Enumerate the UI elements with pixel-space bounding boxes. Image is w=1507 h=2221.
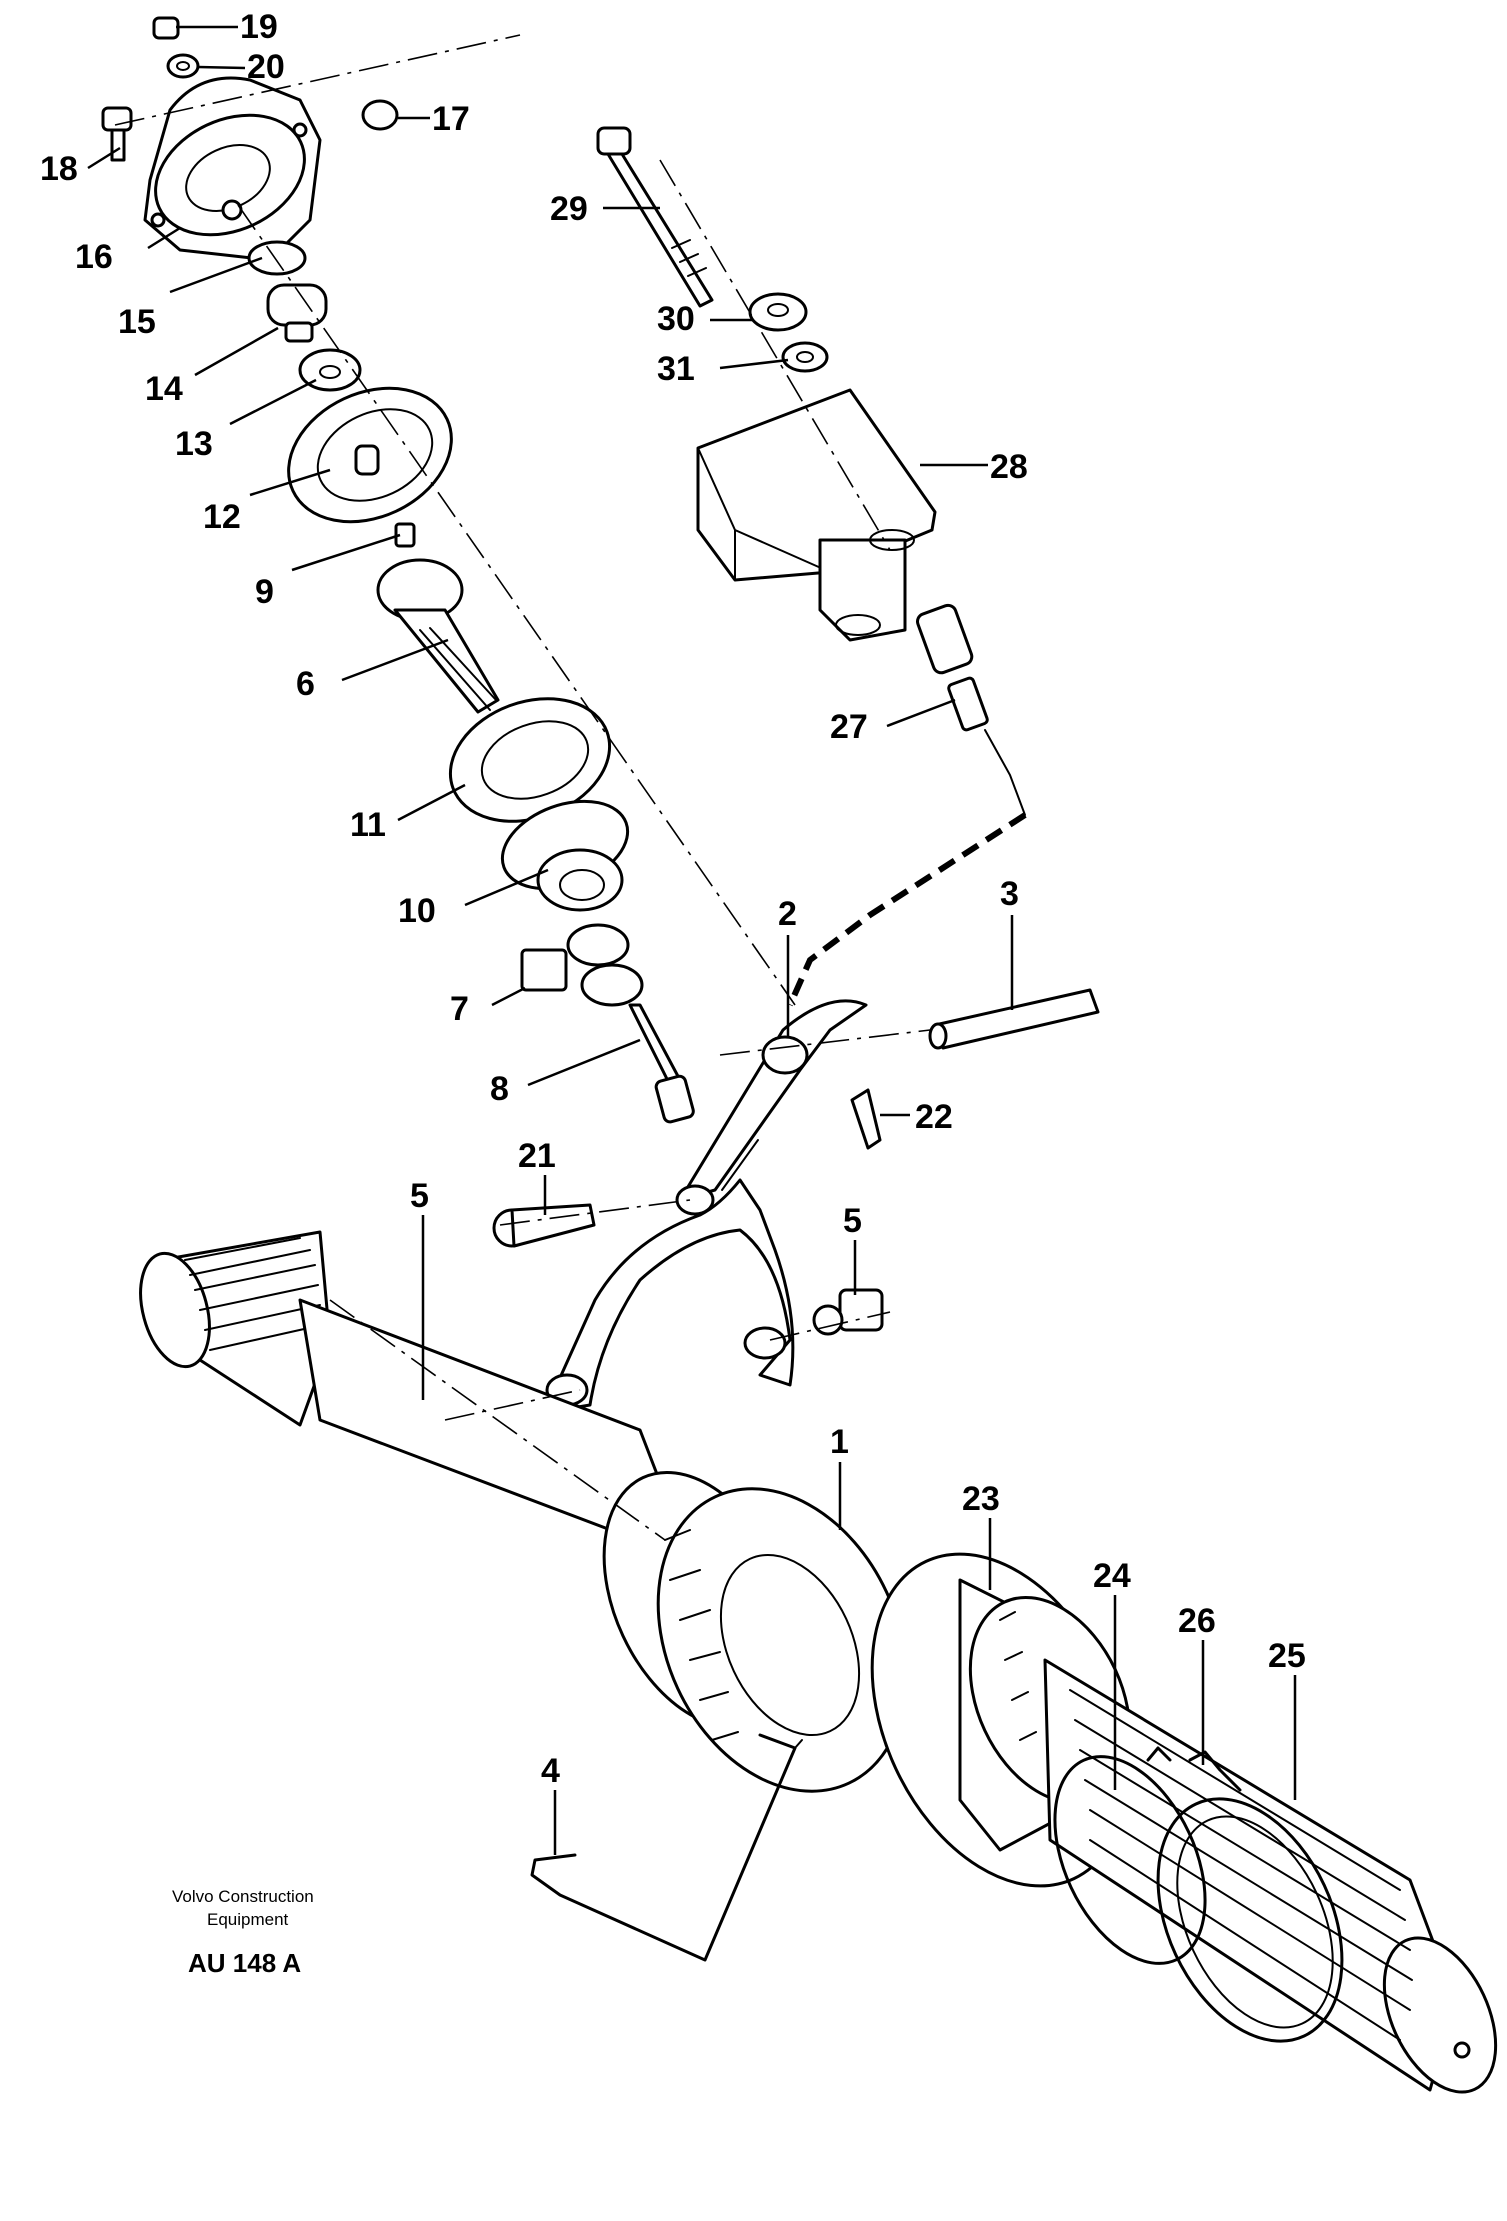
label-10: 10: [398, 892, 436, 930]
label-11: 11: [350, 806, 386, 844]
part-17-plug: [361, 99, 399, 131]
part-18-screw: [101, 106, 133, 162]
part-10-bushing: [500, 799, 630, 912]
label-9: 9: [255, 573, 274, 611]
part-12-diaphragm: [287, 386, 453, 524]
label-19: 19: [240, 8, 278, 46]
center-lines: [114, 34, 931, 1541]
label-7: 7: [450, 990, 469, 1028]
label-24: 24: [1093, 1557, 1131, 1595]
part-16-cover-housing: [143, 76, 322, 262]
part-8-tie-rod: [628, 1003, 695, 1124]
part-2-shift-fork: [545, 999, 868, 1412]
label-26: 26: [1178, 1602, 1216, 1640]
part-27-sensor: [916, 603, 1026, 816]
label-30: 30: [657, 300, 695, 338]
part-26-retainer-clip: [1188, 1750, 1242, 1792]
brand-line-1: Volvo Construction: [172, 1887, 314, 1906]
part-shaft-right-spline: [1043, 1658, 1498, 2094]
label-14: 14: [145, 370, 183, 408]
leader-lines: [87, 25, 1297, 1855]
label-2: 2: [778, 895, 797, 933]
label-3: 3: [1000, 875, 1019, 913]
label-4: 4: [541, 1752, 560, 1790]
label-17: 17: [432, 100, 470, 138]
part-31-washer: [781, 341, 829, 373]
part-4-spring-wire: [530, 1733, 803, 1962]
label-5-left: 5: [410, 1177, 429, 1215]
part-5-shoe-right: [812, 1288, 884, 1336]
label-20: 20: [247, 48, 285, 86]
part-7-nuts: [520, 923, 644, 1007]
part-14-bushing: [266, 283, 328, 343]
part-29-bolt: [596, 126, 714, 308]
label-8: 8: [490, 1070, 509, 1108]
label-13: 13: [175, 425, 213, 463]
label-16: 16: [75, 238, 113, 276]
label-1: 1: [830, 1423, 849, 1461]
label-12: 12: [203, 498, 241, 536]
part-22-cotter-pin: [850, 1088, 882, 1150]
label-15: 15: [118, 303, 156, 341]
figure-code: AU 148 A: [188, 1948, 301, 1978]
label-29: 29: [550, 190, 588, 228]
label-25: 25: [1268, 1637, 1306, 1675]
part-11-seal-ring: [448, 697, 612, 823]
part-1-clutch-sleeve: [602, 1470, 908, 1793]
label-27: 27: [830, 708, 868, 746]
label-21: 21: [518, 1137, 556, 1175]
label-18: 18: [40, 150, 78, 188]
label-23: 23: [962, 1480, 1000, 1518]
part-28-bracket: [696, 388, 937, 642]
part-19-screw: [152, 16, 180, 40]
sensor-cable: [787, 812, 1027, 1007]
part-30-nut: [748, 292, 808, 332]
label-6: 6: [296, 665, 315, 703]
part-shaft-left-spline: [139, 1230, 692, 1562]
label-31: 31: [657, 350, 695, 388]
part-20-washer: [166, 53, 200, 79]
part-25-ring: [1156, 1797, 1344, 2043]
label-5-right: 5: [843, 1202, 862, 1240]
part-3-pin: [928, 988, 1100, 1050]
label-28: 28: [990, 448, 1028, 486]
brand-line-2: Equipment: [207, 1910, 289, 1929]
part-6-spindle: [376, 558, 500, 714]
label-22: 22: [915, 1098, 953, 1136]
part-15-seal: [247, 240, 307, 276]
